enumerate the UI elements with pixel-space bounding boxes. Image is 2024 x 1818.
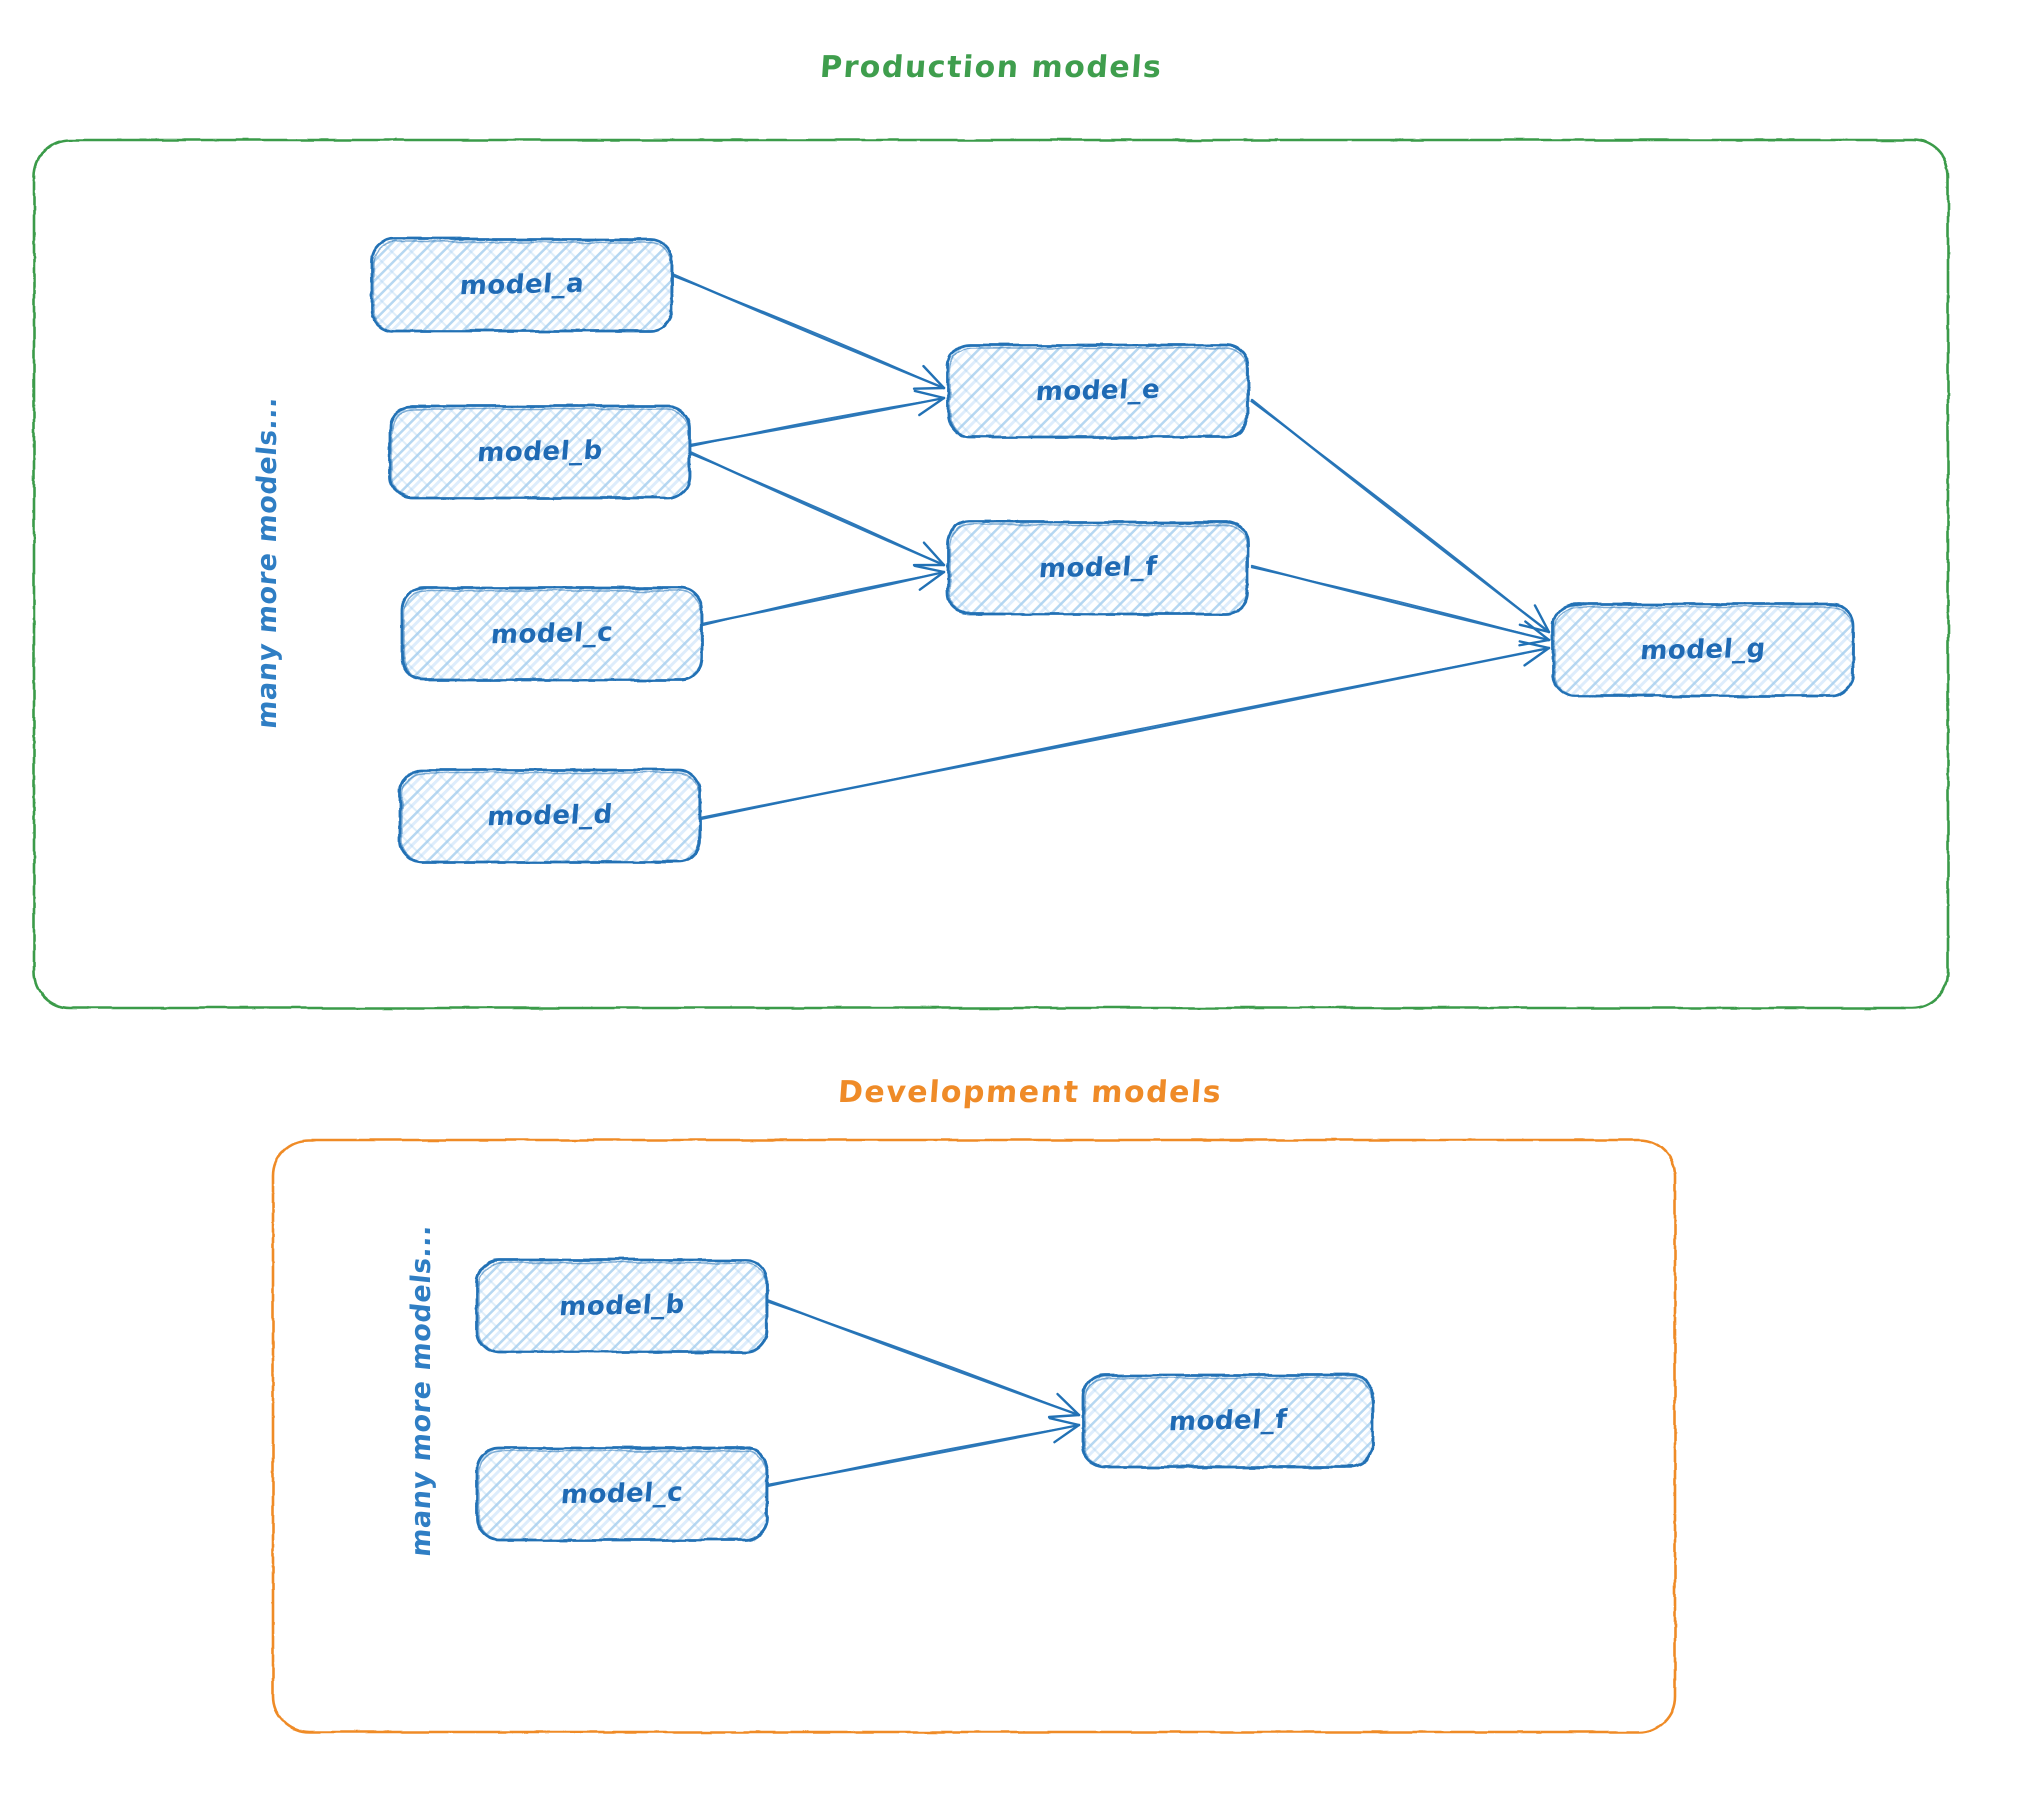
edge-prod_model_e-to-prod_model_g (1250, 398, 1551, 634)
node-prod_model_e[interactable] (946, 343, 1250, 439)
edge-dev_model_c-to-dev_model_f (765, 1416, 1081, 1488)
edge-prod_model_f-to-prod_model_g (1250, 564, 1551, 647)
node-prod_model_b[interactable] (388, 404, 692, 500)
node-dev_model_c[interactable] (475, 1446, 769, 1542)
edge-prod_model_b-to-prod_model_e (688, 389, 946, 448)
edge-prod_model_a-to-prod_model_e (670, 272, 946, 390)
edge-prod_model_d-to-prod_model_g (698, 640, 1551, 821)
group-frame-production (32, 138, 1950, 1010)
group-frame-development (271, 1138, 1677, 1734)
edge-dev_model_b-to-dev_model_f (765, 1298, 1081, 1419)
node-dev_model_b[interactable] (475, 1258, 769, 1354)
node-dev_model_f[interactable] (1081, 1373, 1375, 1469)
edge-layer (670, 272, 1551, 1488)
node-prod_model_a[interactable] (370, 237, 674, 333)
edge-prod_model_c-to-prod_model_f (700, 564, 946, 627)
node-prod_model_g[interactable] (1551, 602, 1855, 698)
edge-prod_model_b-to-prod_model_f (688, 450, 946, 567)
node-layer (370, 237, 1855, 1542)
node-prod_model_d[interactable] (398, 768, 702, 864)
group-frames (32, 138, 1950, 1734)
node-prod_model_f[interactable] (946, 520, 1250, 616)
node-prod_model_c[interactable] (400, 586, 704, 682)
